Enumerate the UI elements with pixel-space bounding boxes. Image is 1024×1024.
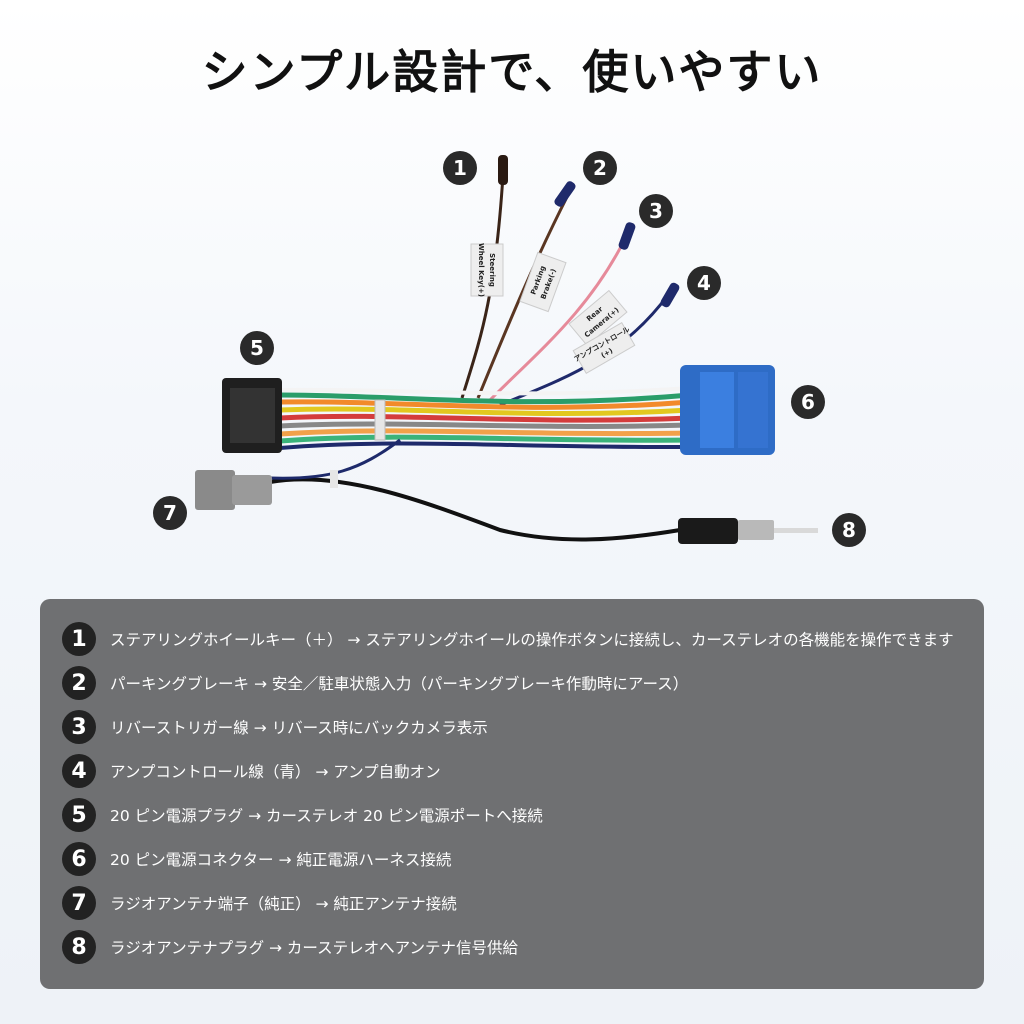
legend-item-3: 3 リバーストリガー線 → リバース時にバックカメラ表示 xyxy=(62,705,984,749)
legend-number: 4 xyxy=(62,754,96,788)
wire-2-sleeve xyxy=(554,181,576,207)
connector-5-20pin-plug xyxy=(222,378,282,453)
badge-7: 7 xyxy=(153,496,187,530)
svg-text:7: 7 xyxy=(163,501,177,525)
legend-item-6: 6 20 ピン電源コネクター → 純正電源ハーネス接続 xyxy=(62,837,984,881)
svg-text:5: 5 xyxy=(250,336,264,360)
legend-item-4: 4 アンプコントロール線（青） → アンプ自動オン xyxy=(62,749,984,793)
antenna-cable xyxy=(269,477,681,542)
tag-steering: Steering Wheel Key(+) xyxy=(470,243,504,297)
wire-1-steering xyxy=(460,174,505,399)
badge-5: 5 xyxy=(240,331,274,365)
legend-number: 5 xyxy=(62,798,96,832)
svg-text:Steering: Steering xyxy=(488,253,496,287)
legend-text: ステアリングホイールキー（＋） → ステアリングホイールの操作ボタンに接続し、カ… xyxy=(110,631,954,649)
badge-4: 4 xyxy=(687,266,721,300)
legend-text: パーキングブレーキ → 安全／駐車状態入力（パーキングブレーキ作動時にアース） xyxy=(110,675,689,693)
wire-3-sleeve xyxy=(618,222,636,250)
legend-item-1: 1 ステアリングホイールキー（＋） → ステアリングホイールの操作ボタンに接続し… xyxy=(62,617,984,661)
svg-text:8: 8 xyxy=(842,518,856,542)
svg-text:Wheel Key(+): Wheel Key(+) xyxy=(477,243,485,297)
legend-item-2: 2 パーキングブレーキ → 安全／駐車状態入力（パーキングブレーキ作動時にアース… xyxy=(62,661,984,705)
badge-1: 1 xyxy=(443,151,477,185)
wiring-harness-diagram: Steering Wheel Key(+) Parking Brake(-) R… xyxy=(153,151,866,547)
badge-8: 8 xyxy=(832,513,866,547)
legend-number: 7 xyxy=(62,886,96,920)
legend-number: 2 xyxy=(62,666,96,700)
amp-branch-wire xyxy=(269,438,401,480)
tag-rear: Rear Camera(+) xyxy=(568,289,628,347)
legend-panel: 1 ステアリングホイールキー（＋） → ステアリングホイールの操作ボタンに接続し… xyxy=(40,599,984,989)
svg-text:1: 1 xyxy=(453,156,467,180)
legend-number: 3 xyxy=(62,710,96,744)
wire-1-sleeve xyxy=(498,155,508,185)
legend-item-7: 7 ラジオアンテナ端子（純正） → 純正アンテナ接続 xyxy=(62,881,984,925)
badge-2: 2 xyxy=(583,151,617,185)
legend-item-8: 8 ラジオアンテナプラグ → カーステレオへアンテナ信号供給 xyxy=(62,925,984,969)
main-bundle xyxy=(279,386,691,450)
badge-6: 6 xyxy=(791,385,825,419)
svg-text:2: 2 xyxy=(593,156,607,180)
legend-text: 20 ピン電源プラグ → カーステレオ 20 ピン電源ポートへ接続 xyxy=(110,807,543,825)
wire-2-parking xyxy=(476,194,570,399)
legend-text: リバーストリガー線 → リバース時にバックカメラ表示 xyxy=(110,719,488,737)
legend-text: ラジオアンテナプラグ → カーステレオへアンテナ信号供給 xyxy=(110,939,519,957)
legend-number: 8 xyxy=(62,930,96,964)
legend-number: 6 xyxy=(62,842,96,876)
connector-8-antenna-plug xyxy=(678,518,818,544)
wire-3-rear xyxy=(488,234,629,402)
legend-text: アンプコントロール線（青） → アンプ自動オン xyxy=(110,763,441,781)
badge-3: 3 xyxy=(639,194,673,228)
legend-number: 1 xyxy=(62,622,96,656)
connector-7-antenna-terminal xyxy=(195,470,272,510)
cable-tie xyxy=(374,399,386,441)
legend-text: 20 ピン電源コネクター → 純正電源ハーネス接続 xyxy=(110,851,452,869)
svg-text:6: 6 xyxy=(801,390,815,414)
connector-6-20pin-socket xyxy=(680,365,775,455)
legend-item-5: 5 20 ピン電源プラグ → カーステレオ 20 ピン電源ポートへ接続 xyxy=(62,793,984,837)
cable-tie-2 xyxy=(330,470,338,488)
page-title: シンプル設計で、使いやすい xyxy=(201,45,823,99)
svg-text:4: 4 xyxy=(697,271,711,295)
legend-text: ラジオアンテナ端子（純正） → 純正アンテナ接続 xyxy=(110,895,457,913)
tag-parking: Parking Brake(-) xyxy=(519,251,567,313)
svg-text:3: 3 xyxy=(649,199,663,223)
wire-4-sleeve xyxy=(660,282,680,308)
